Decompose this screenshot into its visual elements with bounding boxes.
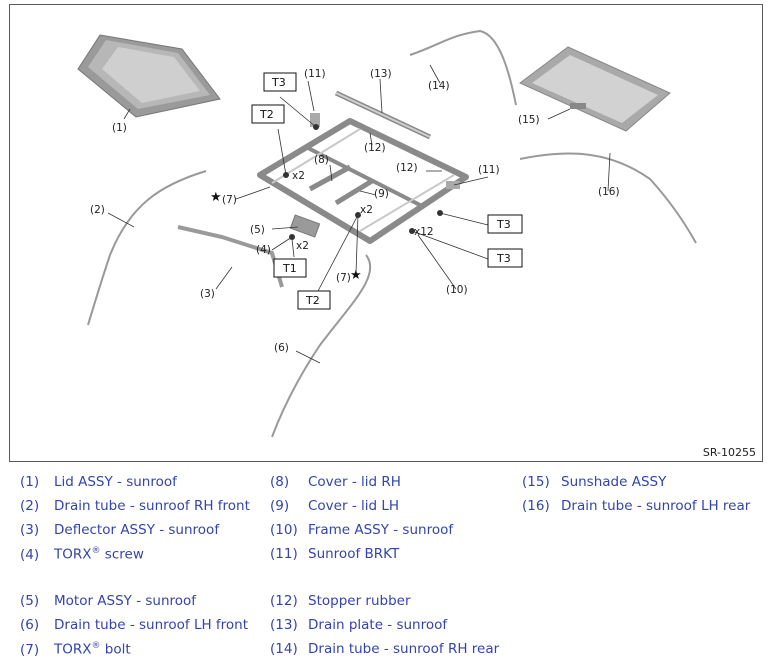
legend-item-15: (15)Sunshade ASSY xyxy=(522,474,667,490)
callout-11b: (11) xyxy=(478,164,500,176)
callout-10: (10) xyxy=(446,284,468,296)
qty-label-2: x2 xyxy=(296,240,309,252)
exploded-parts-diagram: (1) (2) (3) (4) (5) (6) (7) (7) (8) (9) … xyxy=(9,4,763,462)
qty-label-4: x12 xyxy=(414,226,434,238)
callout-12a: (12) xyxy=(364,142,386,154)
legend-item-1: (1)Lid ASSY - sunroof xyxy=(20,474,177,490)
part-drain-plate xyxy=(334,90,432,140)
callout-3: (3) xyxy=(200,288,215,300)
part-drain-tube-lh-front xyxy=(271,254,372,438)
callout-14: (14) xyxy=(428,80,450,92)
part-sunroof-brkt-upper xyxy=(310,113,320,127)
legend-item-9: (9)Cover - lid LH xyxy=(270,498,400,514)
svg-text:T3: T3 xyxy=(496,218,511,231)
part-frame-assy xyxy=(257,118,469,244)
callout-7a: (7) xyxy=(222,194,237,206)
part-drain-tube-rh-rear xyxy=(409,29,517,106)
part-cover-lid-lh xyxy=(334,178,374,206)
part-sunroof-brkt-right xyxy=(446,181,460,189)
callout-12b: (12) xyxy=(396,162,418,174)
legend-item-13: (13)Drain plate - sunroof xyxy=(270,617,448,633)
torque-box-t2-lower: T2 xyxy=(297,290,331,310)
legend-item-6: (6)Drain tube - sunroof LH front xyxy=(20,617,249,633)
part-motor-assy xyxy=(289,214,321,238)
torque-box-t3-right: T3 xyxy=(487,214,523,234)
leader-lines xyxy=(107,64,611,364)
figure-id: SR-10255 xyxy=(702,446,756,459)
legend-item-4: (4)TORX® screw xyxy=(20,546,144,563)
svg-text:T3: T3 xyxy=(271,76,286,89)
torque-box-t3-lower-right: T3 xyxy=(487,248,523,268)
parts-legend: (1)Lid ASSY - sunroof (2)Drain tube - su… xyxy=(0,468,772,668)
legend-item-8: (8)Cover - lid RH xyxy=(270,474,401,490)
callout-5: (5) xyxy=(250,224,265,236)
star-marker-2: ★ xyxy=(350,268,362,283)
part-drain-tube-lh-rear xyxy=(519,152,697,244)
callout-2: (2) xyxy=(90,204,105,216)
callout-7b: (7) xyxy=(336,272,351,284)
legend-item-12: (12)Stopper rubber xyxy=(270,593,411,609)
qty-label-1: x2 xyxy=(292,170,305,182)
legend-item-7: (7)TORX® bolt xyxy=(20,641,131,658)
callout-6: (6) xyxy=(274,342,289,354)
callout-16: (16) xyxy=(598,186,620,198)
torque-box-t3-upper: T3 xyxy=(263,72,297,92)
legend-item-3: (3)Deflector ASSY - sunroof xyxy=(20,522,220,538)
callout-15: (15) xyxy=(518,114,540,126)
part-lid-assy xyxy=(77,34,221,118)
svg-text:T3: T3 xyxy=(496,252,511,265)
torque-box-t1: T1 xyxy=(273,258,307,278)
svg-text:T2: T2 xyxy=(259,108,274,121)
torque-box-t2-left: T2 xyxy=(251,104,285,124)
legend-item-10: (10)Frame ASSY - sunroof xyxy=(270,522,454,538)
legend-item-16: (16)Drain tube - sunroof LH rear xyxy=(522,498,751,514)
callout-1: (1) xyxy=(112,122,127,134)
callout-9: (9) xyxy=(374,188,389,200)
part-drain-tube-rh-front xyxy=(87,170,207,326)
callout-11a: (11) xyxy=(304,68,326,80)
callout-4: (4) xyxy=(256,244,271,256)
qty-label-3: x2 xyxy=(360,204,373,216)
legend-item-2: (2)Drain tube - sunroof RH front xyxy=(20,498,250,514)
svg-text:T2: T2 xyxy=(305,294,320,307)
part-sunshade-assy xyxy=(519,46,671,132)
svg-text:T1: T1 xyxy=(282,262,297,275)
diagram-canvas: (1) (2) (3) (4) (5) (6) (7) (7) (8) (9) … xyxy=(77,29,697,438)
legend-item-14: (14)Drain tube - sunroof RH rear xyxy=(270,641,500,657)
legend-item-5: (5)Motor ASSY - sunroof xyxy=(20,593,197,609)
star-marker-1: ★ xyxy=(210,190,222,205)
callout-13: (13) xyxy=(370,68,392,80)
legend-item-11: (11)Sunroof BRKT xyxy=(270,546,400,562)
part-deflector-assy xyxy=(177,225,284,288)
part-cover-lid-rh xyxy=(308,164,352,192)
callout-8: (8) xyxy=(314,154,329,166)
